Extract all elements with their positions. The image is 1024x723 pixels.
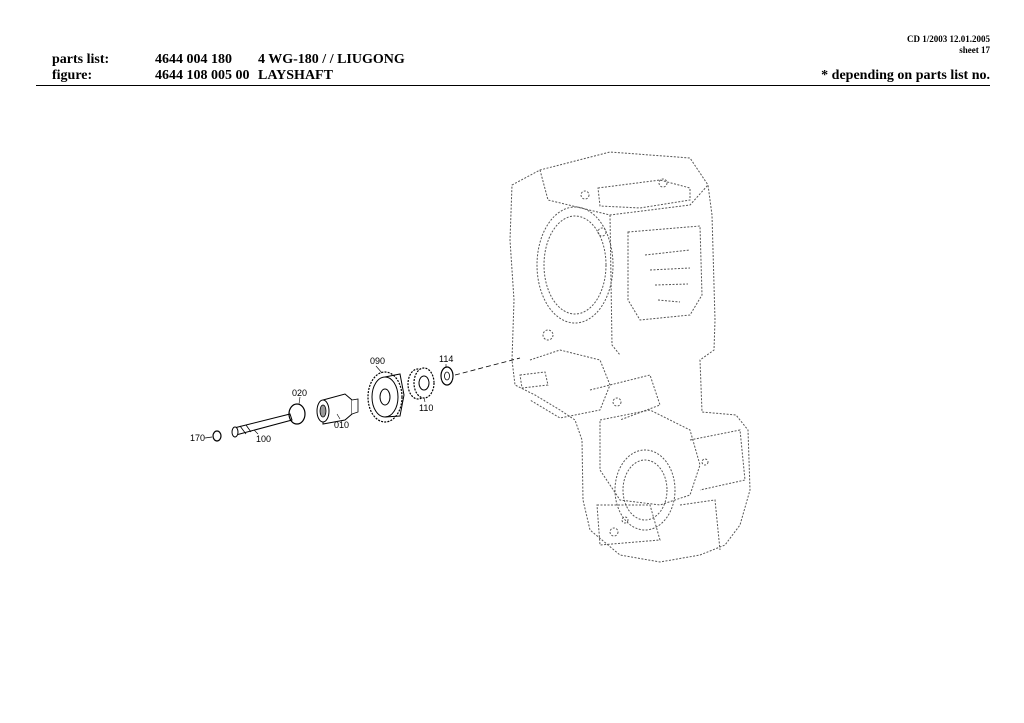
part-114-washer (440, 366, 454, 386)
callout-010: 010 (334, 420, 349, 430)
sheet-number: sheet 17 (959, 45, 990, 55)
part-090-gear (367, 371, 405, 423)
part-170-ring (204, 430, 222, 442)
assembly-axis (454, 357, 521, 376)
sheet-info: CD 1/2003 12.01.2005 sheet 17 (907, 34, 990, 56)
parts-list-label: parts list: (52, 52, 110, 67)
callout-110: 110 (419, 403, 433, 413)
figure-number: 4644 108 005 00 (155, 68, 250, 83)
figure-title: LAYSHAFT (258, 68, 333, 83)
model-name: 4 WG-180 / / LIUGONG (258, 52, 405, 67)
part-020-o-ring (288, 403, 306, 425)
callout-114: 114 (439, 354, 453, 364)
gearbox-housing (509, 151, 751, 563)
callout-090: 090 (370, 356, 385, 366)
part-100-bolt (231, 413, 293, 438)
parts-list-number: 4644 004 180 (155, 52, 232, 67)
parts-note: * depending on parts list no. (821, 68, 990, 83)
callout-170: 170 (190, 433, 205, 443)
header-rule (36, 85, 990, 86)
part-010-bearing-pin (316, 393, 359, 425)
cd-info: CD 1/2003 12.01.2005 (907, 34, 990, 44)
callout-020: 020 (292, 388, 307, 398)
figure-label: figure: (52, 68, 93, 83)
callout-leaders (253, 364, 447, 435)
part-110-gear (407, 367, 435, 400)
callout-100: 100 (256, 434, 271, 444)
